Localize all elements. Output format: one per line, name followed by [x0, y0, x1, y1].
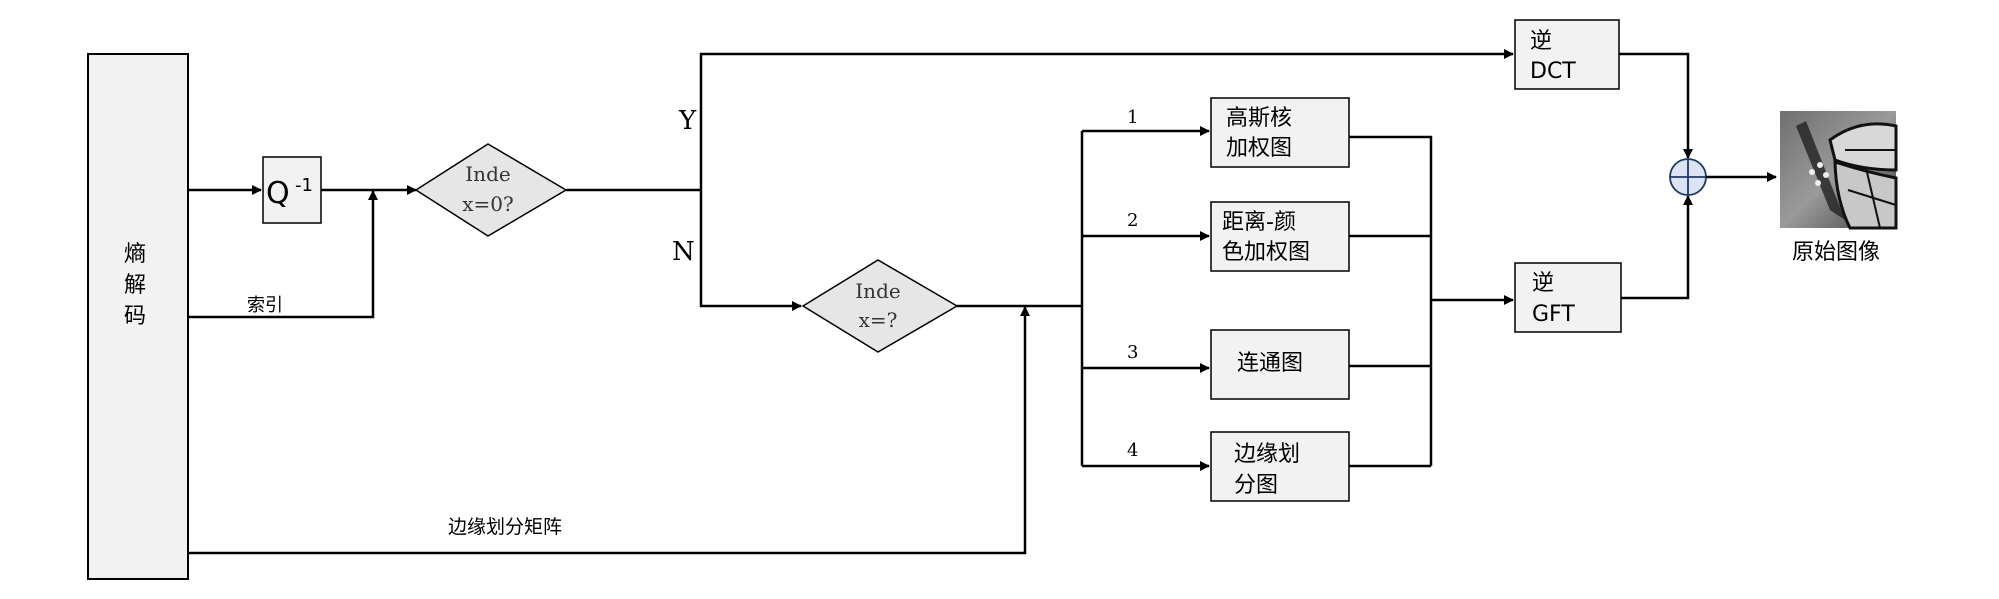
- decision2-diamond: Inde x=?: [801, 259, 959, 353]
- gaussian-line1: 高斯核: [1226, 106, 1292, 131]
- q-inverse-superscript: -1: [295, 175, 313, 196]
- yes-label: Y: [678, 106, 697, 136]
- connector-igft-to-sum: [1621, 195, 1693, 300]
- decision2-line2: x=?: [859, 308, 898, 332]
- inverse-dct-line2: DCT: [1530, 59, 1576, 84]
- inverse-dct-box: 逆 DCT: [1514, 19, 1620, 90]
- decision1-line2: x=0?: [462, 192, 513, 216]
- inverse-gft-line1: 逆: [1532, 271, 1554, 296]
- branch4-number: 4: [1127, 440, 1138, 461]
- edge-partition-line1: 边缘划: [1234, 442, 1300, 467]
- output-label: 原始图像: [1792, 240, 1880, 265]
- decision1-line1: Inde: [465, 162, 510, 186]
- branch2-number: 2: [1127, 210, 1138, 231]
- decision2-line1: Inde: [855, 279, 900, 303]
- gaussian-weight-graph-box: 高斯核 加权图: [1210, 97, 1350, 168]
- distance-color-weight-graph-box: 距离-颜 色加权图: [1210, 201, 1350, 272]
- inverse-gft-box: 逆 GFT: [1514, 262, 1622, 333]
- merge-bus: [1349, 135, 1433, 466]
- connector-edge-matrix: [188, 306, 1030, 555]
- index-label: 索引: [247, 295, 283, 316]
- q-inverse-block: Q -1: [262, 156, 322, 224]
- connector-no-to-decision2: [699, 190, 802, 311]
- entropy-decode-block: 熵 解 码: [87, 53, 189, 580]
- gaussian-line2: 加权图: [1226, 136, 1292, 161]
- connector-yes-to-idct: [699, 49, 1514, 190]
- entropy-decode-char-1: 熵: [124, 242, 146, 267]
- entropy-decode-char-2: 解: [124, 273, 146, 298]
- edge-matrix-label: 边缘划分矩阵: [448, 516, 562, 538]
- no-label: N: [672, 237, 695, 267]
- decision1-diamond: Inde x=0?: [414, 143, 568, 237]
- edge-partition-line2: 分图: [1234, 473, 1278, 498]
- inverse-gft-line2: GFT: [1532, 302, 1575, 327]
- distance-color-line1: 距离-颜: [1222, 210, 1296, 235]
- connected-graph-line1: 连通图: [1237, 351, 1303, 376]
- branch3-number: 3: [1127, 342, 1138, 363]
- plus-circle-icon: [1669, 158, 1707, 196]
- entropy-decode-char-3: 码: [124, 304, 146, 329]
- edge-partition-graph-box: 边缘划 分图: [1210, 431, 1350, 502]
- connector-idct-to-sum: [1619, 52, 1693, 159]
- q-inverse-base: Q: [266, 176, 290, 211]
- inverse-dct-line1: 逆: [1530, 29, 1552, 54]
- branch1-number: 1: [1127, 107, 1138, 128]
- connected-graph-box: 连通图: [1210, 329, 1350, 400]
- butterfly-image: [1780, 111, 1898, 230]
- connector-index: [188, 190, 378, 319]
- distance-color-line2: 色加权图: [1222, 240, 1310, 265]
